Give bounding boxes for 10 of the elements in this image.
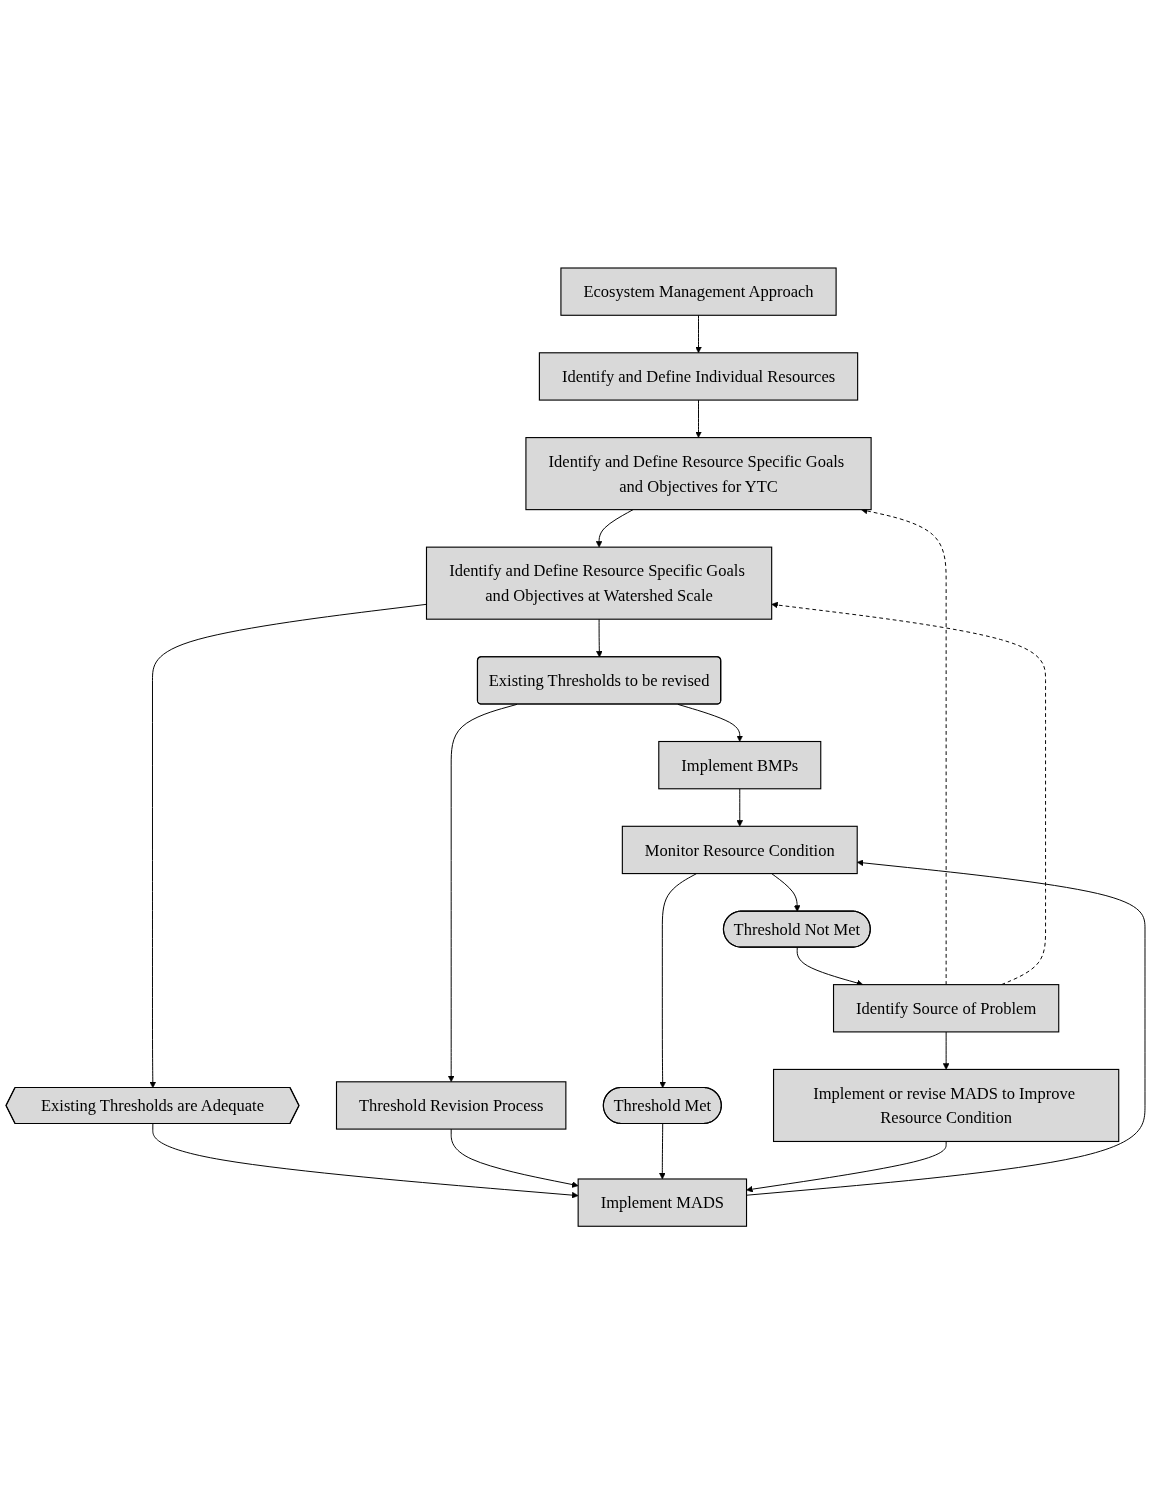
node-box: Monitor Resource Condition	[621, 825, 858, 874]
node-box: Implement BMPs	[658, 740, 822, 790]
node-box: Identify and Define Resource Specific Goals and Objectives at Watershed Scale	[425, 546, 773, 620]
node-box: Identify Source of Problem	[832, 983, 1060, 1033]
node-box: Identify and Define Resource Specific Goals and Objectives for YTC	[525, 436, 872, 511]
node-box: Implement or revise MADS to Improve Resource Condition	[772, 1068, 1120, 1142]
node-box: Ecosystem Management Approach	[560, 267, 837, 316]
node-box: Threshold Revision Process	[335, 1081, 567, 1130]
node-box: Identify and Define Individual Resources	[538, 352, 859, 401]
node-box: Implement MADS	[577, 1178, 748, 1227]
